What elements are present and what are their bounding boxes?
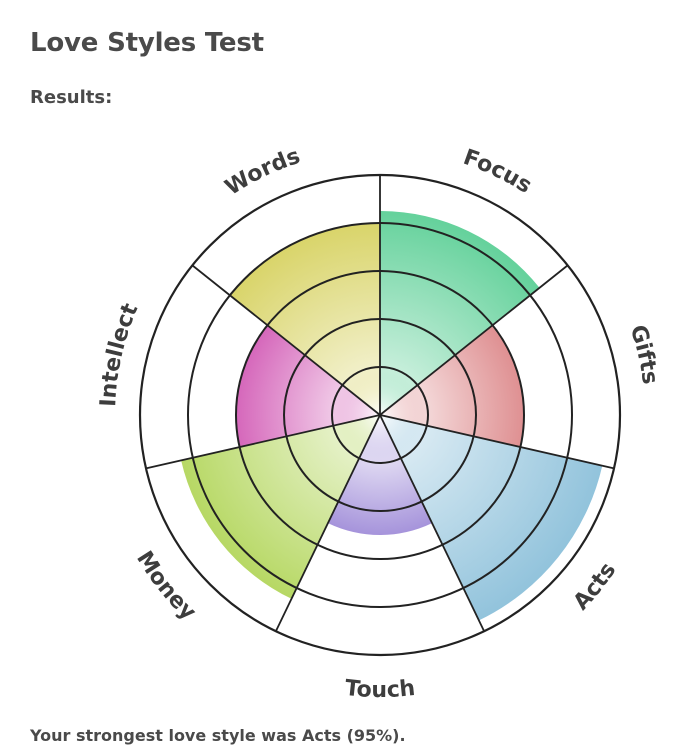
page-title: Love Styles Test (30, 28, 264, 58)
spoke-line (145, 414, 381, 470)
spoke-line (191, 264, 381, 416)
category-label-focus: Focus (460, 145, 536, 199)
spoke-line (379, 414, 615, 470)
category-label-touch: Touch (344, 676, 417, 703)
spoke-line (379, 264, 569, 416)
results-label: Results: (30, 87, 113, 108)
wedge-focus (380, 211, 540, 415)
category-label-intellect: Intellect (96, 299, 143, 407)
spoke-line (379, 414, 485, 632)
wedge-money (181, 415, 380, 599)
results-summary: Your strongest love style was Acts (95%)… (30, 726, 406, 745)
wedge-intellect (236, 325, 380, 448)
wedge-words (229, 223, 380, 415)
wedge-gifts (380, 325, 524, 448)
spoke-line (275, 414, 381, 632)
wedge-acts (380, 415, 603, 621)
category-label-gifts: Gifts (625, 322, 663, 386)
wedge-touch (327, 415, 433, 536)
category-label-acts: Acts (569, 558, 621, 615)
